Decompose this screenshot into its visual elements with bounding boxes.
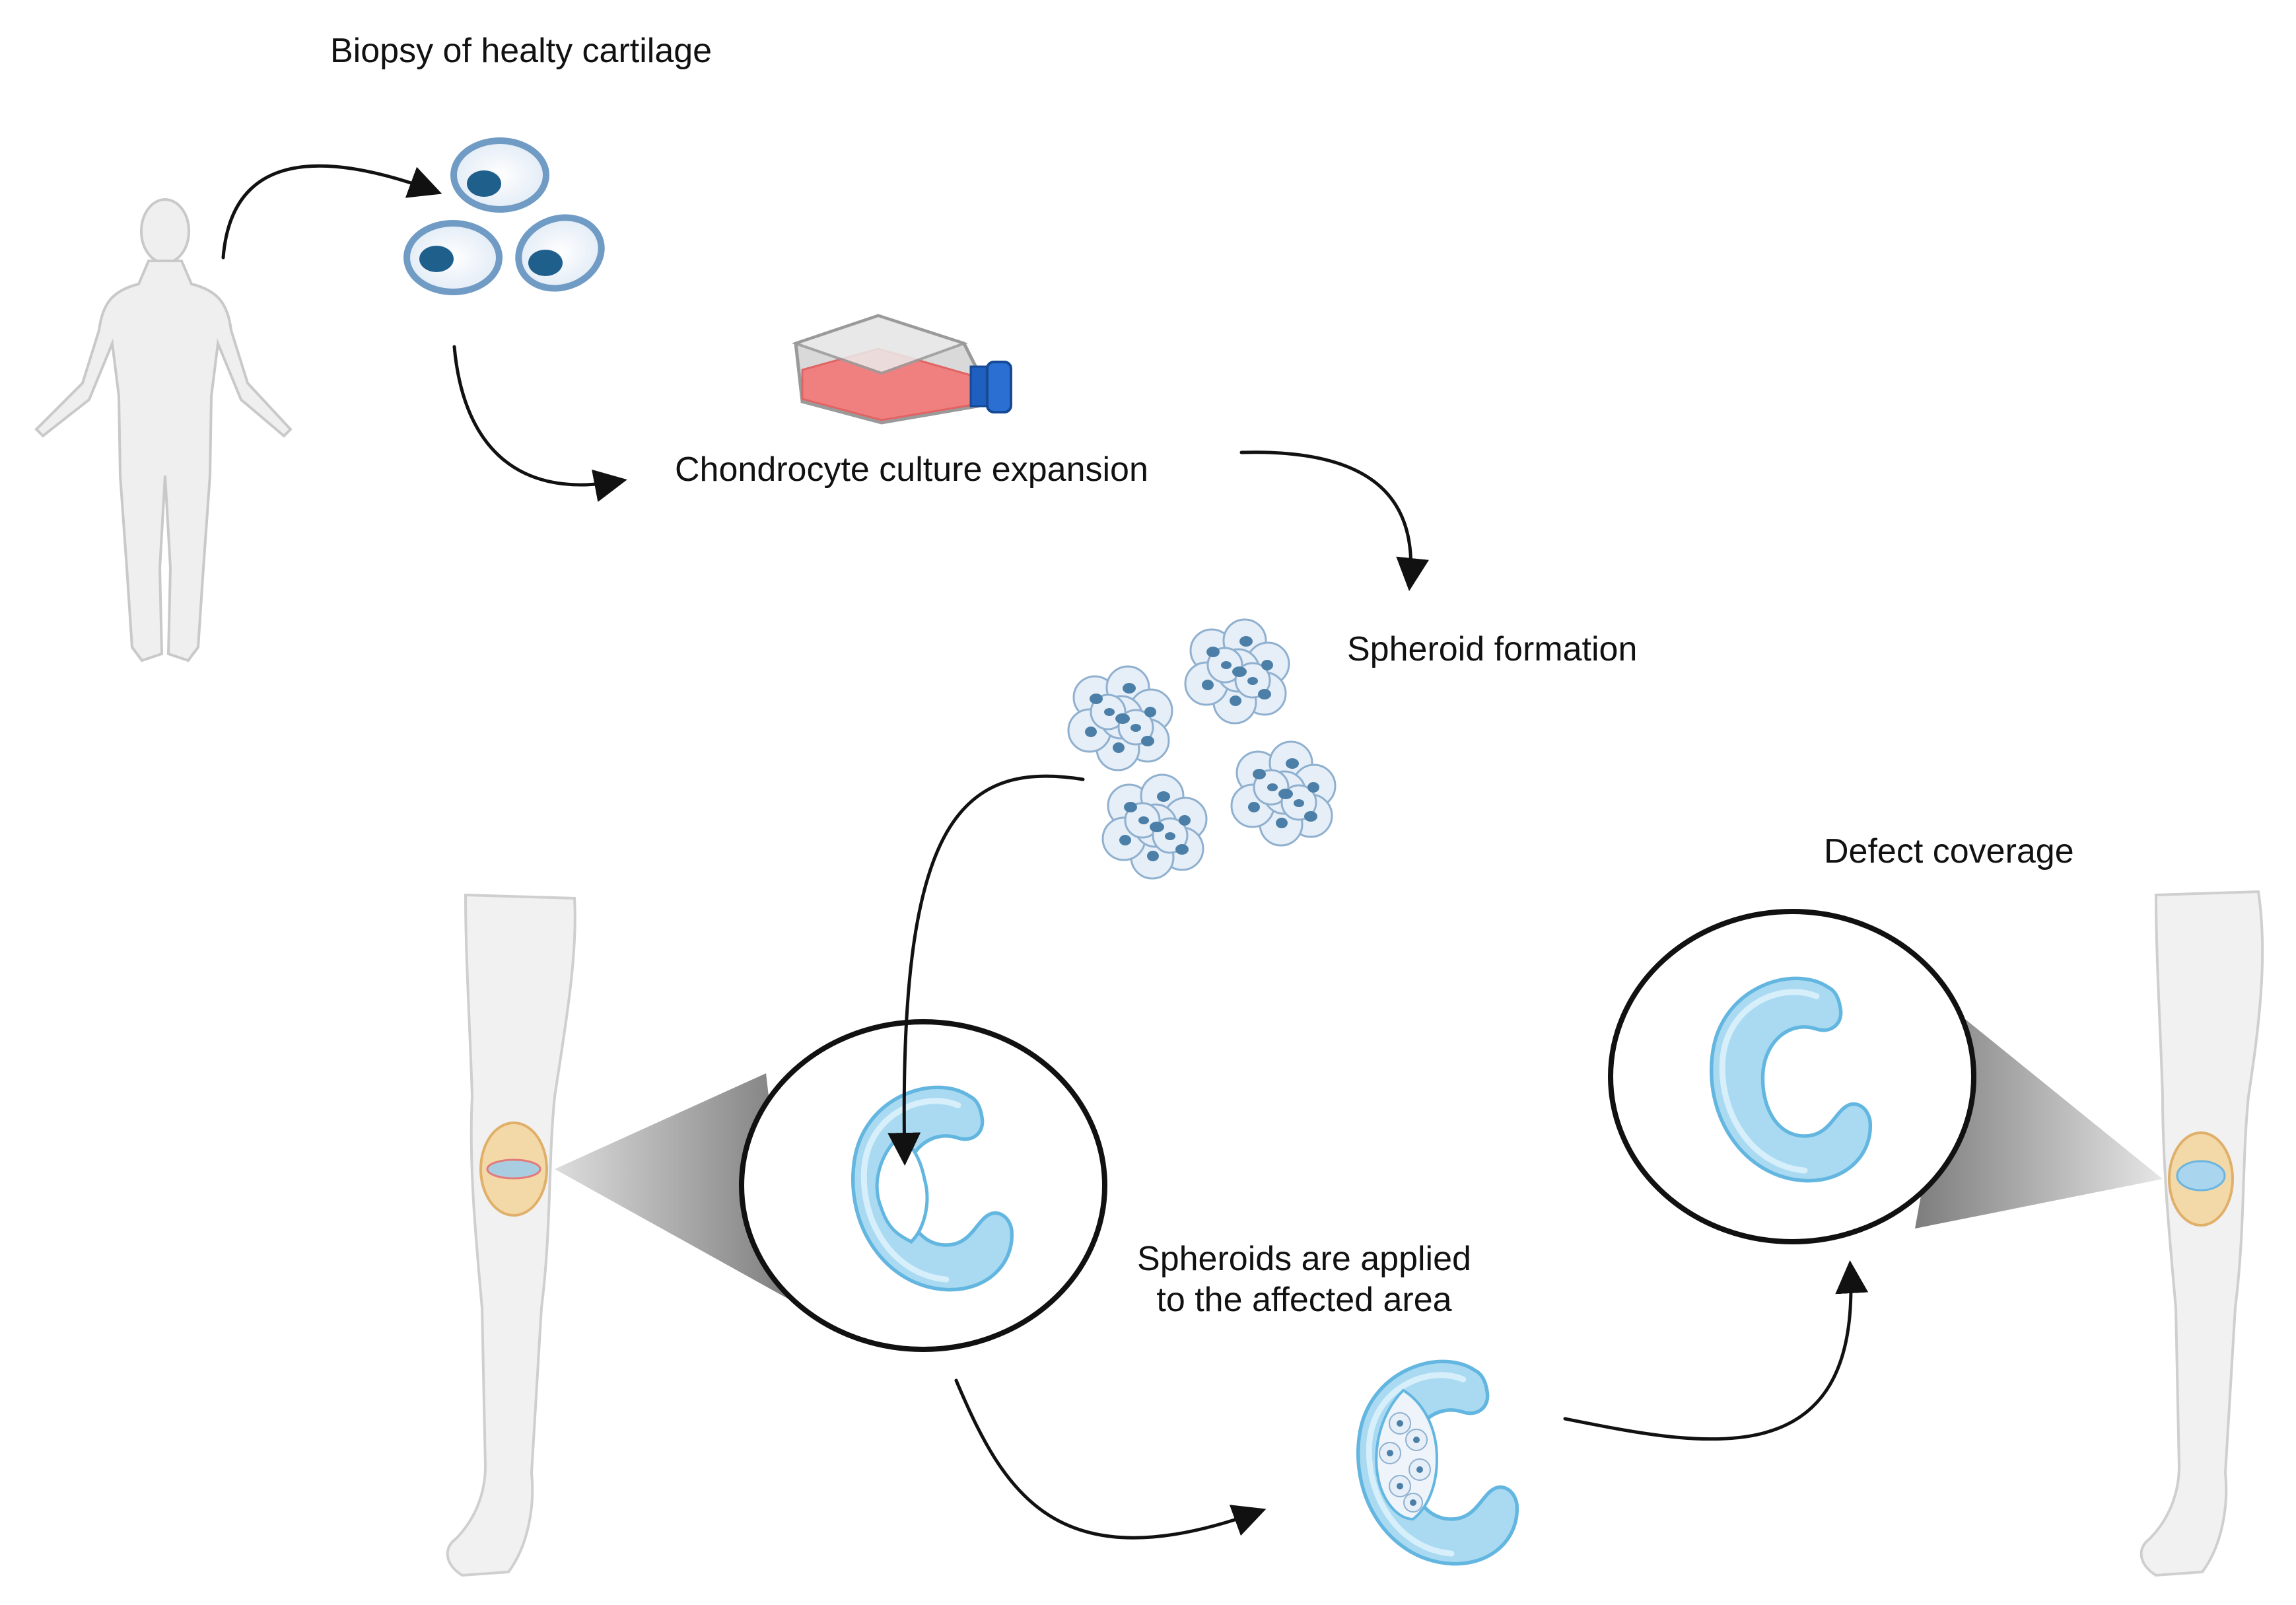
meniscus-with-spheroids-icon — [1358, 1361, 1517, 1563]
expansion-label: Chondrocyte culture expansion — [675, 450, 1148, 489]
biopsy-label: Biopsy of healty cartilage — [330, 32, 713, 70]
knee-joint-icon — [479, 1122, 548, 1217]
spheroid-formation-label: Spheroid formation — [1347, 630, 1638, 668]
leg-icon — [446, 893, 576, 1577]
leg-icon-right — [2139, 890, 2264, 1577]
arrow-icon — [221, 164, 1869, 1540]
human-body-icon — [34, 198, 293, 662]
chondrocyte-cell-icon — [403, 137, 605, 295]
magnifier-cone-right — [1915, 1011, 2163, 1229]
magnifier-circle-icon-right — [1608, 909, 1976, 1244]
defect-coverage-label: Defect coverage — [1824, 832, 2074, 871]
applied-label-line1: Spheroids are applied — [1137, 1240, 1471, 1278]
culture-flask-icon — [791, 314, 1012, 425]
spheroid-icon — [1067, 618, 1337, 880]
knee-joint-icon-right — [2168, 1131, 2234, 1227]
applied-label-line2: to the affected area — [1156, 1281, 1452, 1319]
applied-label: Spheroids are applied to the affected ar… — [1116, 1238, 1492, 1320]
magnifier-cone-left — [555, 1073, 792, 1301]
